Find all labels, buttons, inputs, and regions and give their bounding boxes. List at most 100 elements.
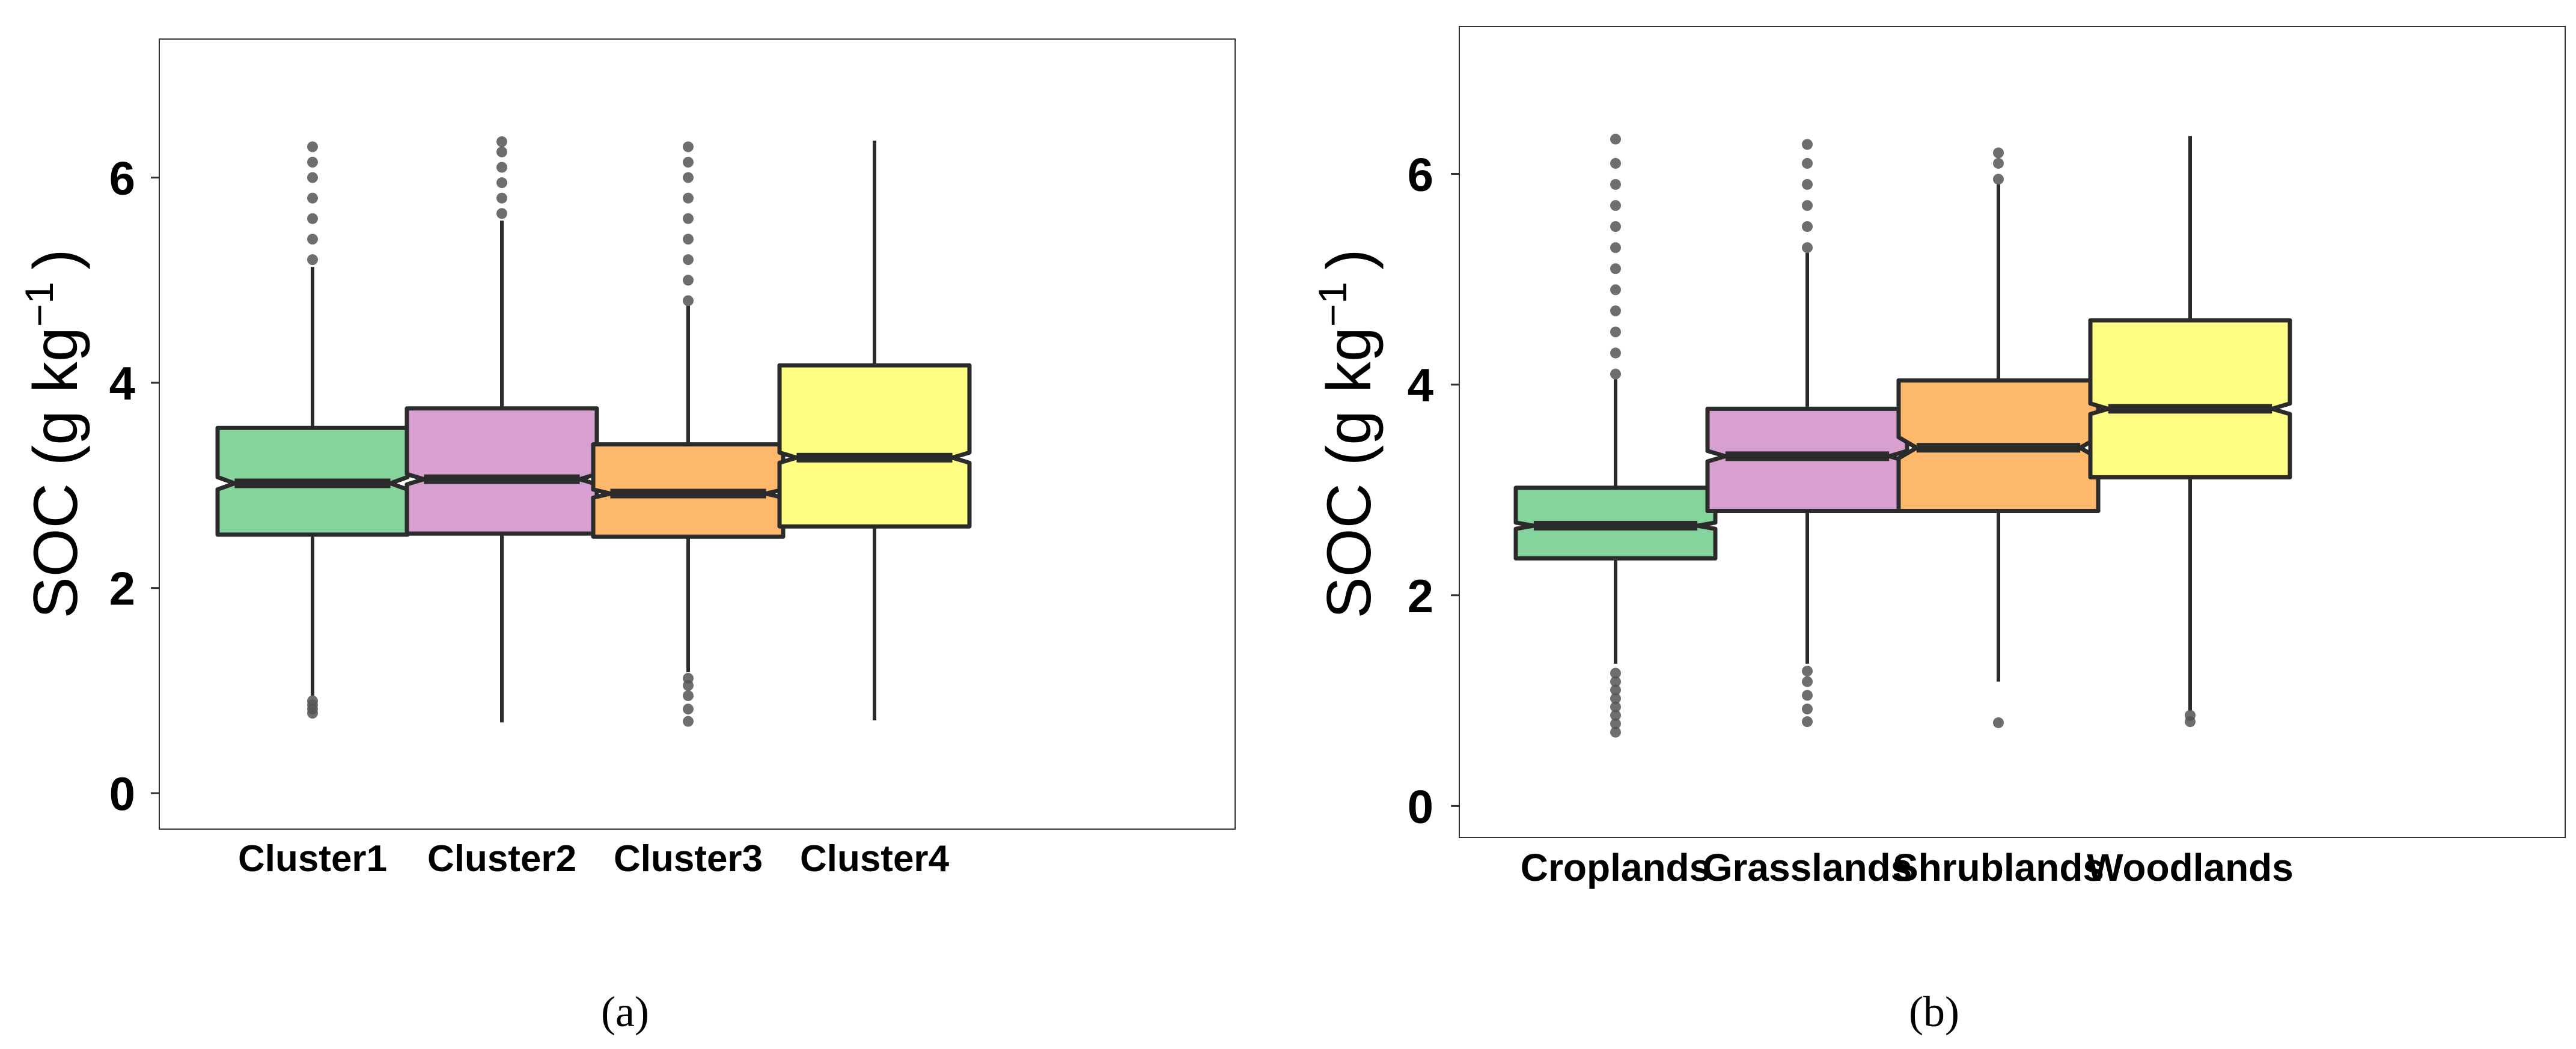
outlier-point bbox=[307, 234, 318, 245]
outlier-point bbox=[307, 213, 318, 224]
y-axis-label-b: SOC (g kg−1) bbox=[1310, 249, 1384, 618]
y-axis-label-sup-b: −1 bbox=[1310, 282, 1355, 327]
outlier-point bbox=[1802, 221, 1813, 233]
x-tick-label: Cluster2 bbox=[427, 838, 576, 880]
panel-b: 0 2 4 6 CroplandsGrasslandsShrublandsWoodla… bbox=[1310, 26, 2566, 1036]
outlier-point bbox=[307, 192, 318, 204]
outlier-point bbox=[683, 295, 694, 306]
y-axis-label-text-b: SOC (g kg bbox=[1314, 327, 1384, 618]
outlier-point bbox=[1802, 716, 1813, 728]
y-tick-label: 4 bbox=[109, 357, 135, 410]
y-tick-label: 2 bbox=[109, 562, 135, 615]
outlier-point bbox=[1610, 305, 1621, 317]
outlier-point bbox=[1802, 690, 1813, 701]
y-axis-label-close-b: ) bbox=[1314, 249, 1384, 270]
y-axis-label-close-a: ) bbox=[21, 249, 91, 270]
outlier-point bbox=[1802, 704, 1813, 715]
outlier-point bbox=[683, 213, 694, 224]
outlier-point bbox=[1610, 133, 1621, 145]
outlier-point bbox=[1993, 174, 2004, 185]
x-tick-label: Croplands bbox=[1521, 846, 1711, 889]
y-tick-label: 0 bbox=[1408, 780, 1433, 833]
outlier-point bbox=[1610, 667, 1621, 679]
outlier-point bbox=[307, 172, 318, 183]
outlier-point bbox=[307, 156, 318, 168]
outlier-point bbox=[683, 672, 694, 684]
y-axis-label-text-a: SOC (g kg bbox=[21, 327, 91, 618]
outlier-point bbox=[1993, 157, 2004, 169]
outlier-point bbox=[683, 690, 694, 701]
outlier-point bbox=[683, 275, 694, 286]
outlier-point bbox=[683, 172, 694, 183]
box-cluster3 bbox=[591, 141, 786, 727]
x-tick-label: Shrublands bbox=[1893, 846, 2104, 889]
outlier-point bbox=[683, 192, 694, 204]
outlier-point bbox=[1802, 676, 1813, 687]
outlier-point bbox=[1802, 178, 1813, 190]
panel-caption-a: (a) bbox=[601, 988, 649, 1036]
box-body bbox=[2088, 318, 2292, 479]
y-tick-label: 2 bbox=[1408, 570, 1433, 622]
outlier-point bbox=[1610, 726, 1621, 738]
box-body bbox=[404, 406, 599, 536]
box-cluster4 bbox=[777, 141, 972, 720]
outlier-point bbox=[496, 162, 507, 173]
boxes-b bbox=[1513, 133, 2292, 738]
outlier-point bbox=[496, 146, 507, 157]
outlier-point bbox=[307, 695, 318, 707]
outlier-point bbox=[1802, 200, 1813, 211]
outlier-point bbox=[496, 177, 507, 189]
outlier-point bbox=[1610, 326, 1621, 338]
outlier-point bbox=[1993, 147, 2004, 159]
x-tick-label: Cluster1 bbox=[238, 838, 387, 880]
outlier-point bbox=[1610, 368, 1621, 380]
y-tick-label: 0 bbox=[109, 767, 135, 820]
x-tick-label: Cluster4 bbox=[800, 838, 950, 880]
outlier-point bbox=[1610, 221, 1621, 233]
outlier-point bbox=[1610, 710, 1621, 721]
y-axis-a: 0 2 4 6 bbox=[109, 152, 159, 820]
outlier-point bbox=[1802, 157, 1813, 169]
outlier-point bbox=[683, 141, 694, 153]
x-tick-label: Woodlands bbox=[2087, 846, 2294, 889]
outlier-point bbox=[2185, 710, 2196, 721]
outlier-point bbox=[1610, 347, 1621, 359]
outlier-point bbox=[683, 234, 694, 245]
outlier-point bbox=[496, 192, 507, 204]
outlier-point bbox=[496, 208, 507, 219]
outlier-point bbox=[1610, 263, 1621, 275]
outlier-point bbox=[1610, 693, 1621, 704]
outlier-point bbox=[1610, 157, 1621, 169]
outlier-point bbox=[1993, 717, 2004, 728]
outlier-point bbox=[683, 704, 694, 715]
outlier-point bbox=[1610, 242, 1621, 254]
outlier-point bbox=[307, 254, 318, 266]
y-tick-label: 6 bbox=[1408, 148, 1433, 201]
outlier-point bbox=[1610, 701, 1621, 713]
box-grasslands bbox=[1705, 139, 1909, 728]
y-axis-b: 0 2 4 6 bbox=[1408, 148, 1459, 833]
outlier-point bbox=[307, 141, 318, 153]
plot-frame-b bbox=[1459, 26, 2566, 838]
plot-frame-a bbox=[159, 38, 1236, 830]
outlier-point bbox=[1610, 178, 1621, 190]
x-tick-label: Grasslands bbox=[1703, 846, 1912, 889]
y-axis-label-sup-a: −1 bbox=[17, 282, 61, 327]
boxes-a bbox=[215, 136, 972, 727]
box-body bbox=[777, 363, 972, 529]
box-shrublands bbox=[1896, 147, 2101, 728]
outlier-point bbox=[1802, 665, 1813, 677]
outlier-point bbox=[1802, 242, 1813, 254]
outlier-point bbox=[1610, 718, 1621, 729]
outlier-point bbox=[496, 136, 507, 147]
y-tick-label: 4 bbox=[1408, 359, 1433, 412]
outlier-point bbox=[1610, 200, 1621, 211]
outlier-point bbox=[683, 156, 694, 168]
y-axis-label-a: SOC (g kg−1) bbox=[17, 249, 91, 618]
y-tick-label: 6 bbox=[109, 152, 135, 205]
outlier-point bbox=[683, 254, 694, 266]
